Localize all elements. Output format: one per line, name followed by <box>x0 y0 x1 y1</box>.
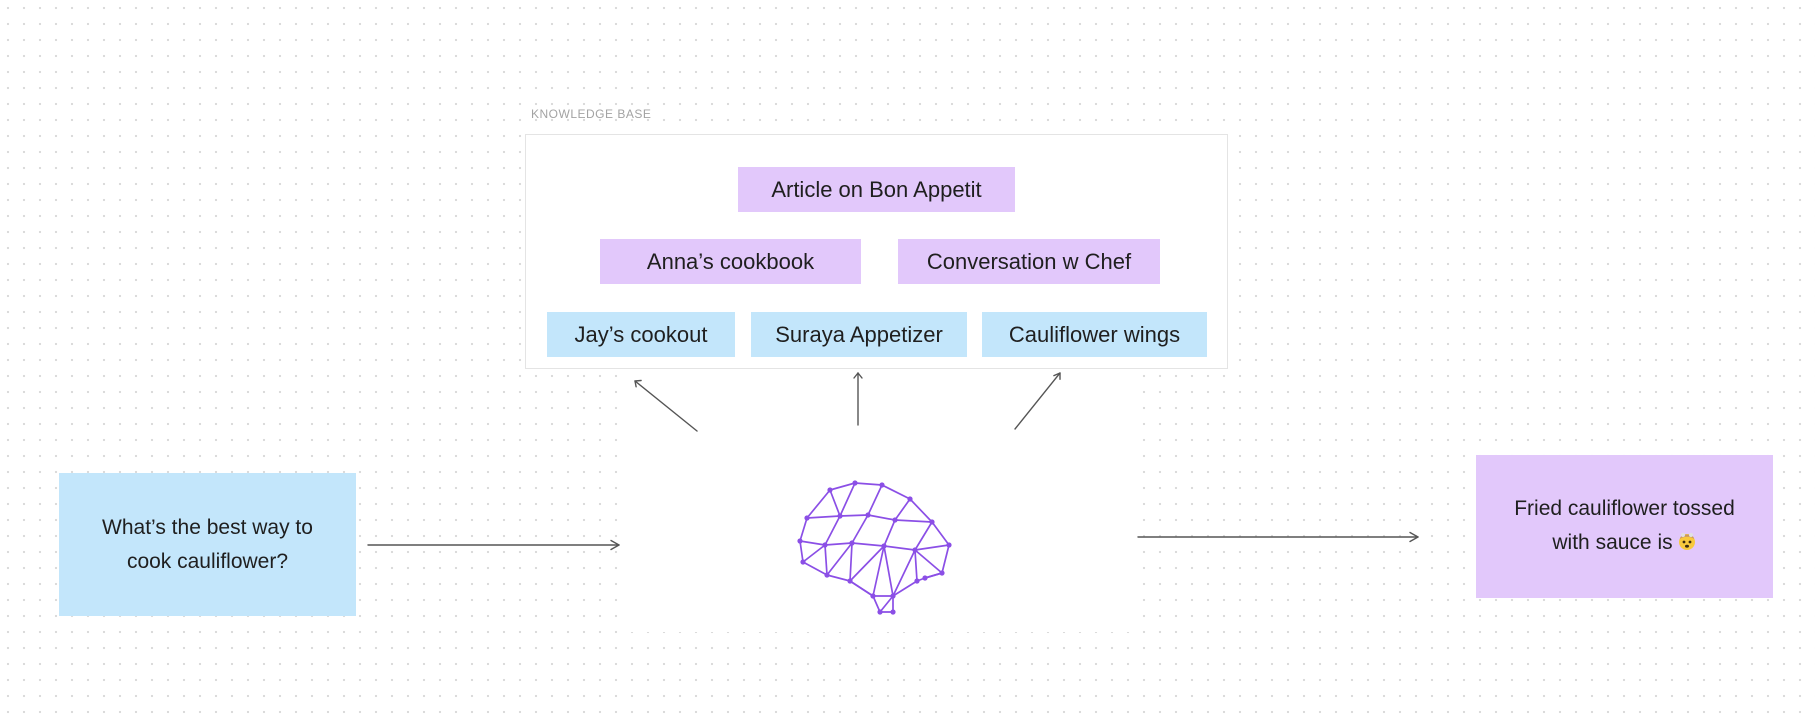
question-text-line-1: What’s the best way to <box>102 515 313 539</box>
arrow-to-jays-cookout <box>634 379 698 432</box>
answer-text-line-2-wrap: with sauce is <box>1514 526 1735 562</box>
answer-card: Fried cauliflower tossed with sauce is <box>1476 455 1773 598</box>
arrow-question-to-brain <box>367 539 620 551</box>
answer-text-line-1: Fried cauliflower tossed <box>1514 496 1735 520</box>
source-chip-annas-cookbook: Anna’s cookbook <box>600 239 861 284</box>
source-chip-jays-cookout: Jay’s cookout <box>547 312 735 357</box>
knowledge-base-label: KNOWLEDGE BASE <box>531 107 652 121</box>
arrow-to-cauliflower-wings <box>1014 372 1061 430</box>
source-chip-conversation-chef: Conversation w Chef <box>898 239 1160 284</box>
question-card: What’s the best way to cook cauliflower? <box>59 473 356 616</box>
arrow-brain-to-answer <box>1137 531 1419 543</box>
question-text-line-2: cook cauliflower? <box>126 549 289 573</box>
arrow-to-suraya-appetizer <box>853 372 863 426</box>
source-chip-bon-appetit: Article on Bon Appetit <box>738 167 1015 212</box>
answer-text-line-2: with sauce is <box>1552 530 1673 554</box>
mind-blown-face-icon <box>1677 528 1697 562</box>
source-chip-cauliflower-wings: Cauliflower wings <box>982 312 1207 357</box>
brain-area-background <box>625 372 1130 632</box>
brain-network-icon <box>797 480 952 615</box>
source-chip-suraya-appetizer: Suraya Appetizer <box>751 312 967 357</box>
